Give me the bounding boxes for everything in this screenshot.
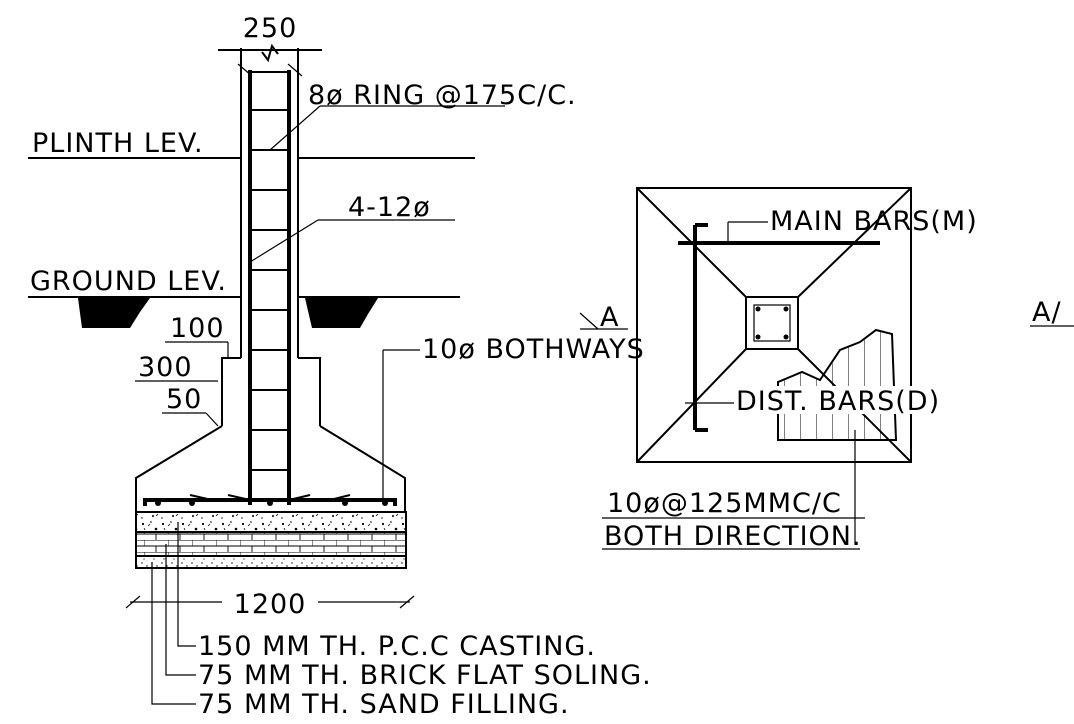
plinth-level-label: PLINTH LEV. [32,128,204,159]
plan-outer [636,187,912,463]
ring-label: 8ø RING @175C/C. [308,80,577,111]
ground-level-label: GROUND LEV. [30,266,227,297]
dist-bars-label: DIST. BARS(D) [736,386,940,417]
section-a-marker: A [600,302,619,333]
pedestal-right [298,357,321,426]
sand-label: 75 MM TH. SAND FILLING. [198,689,570,720]
section-a-right-label: A/ [1032,297,1062,328]
bar-dots [155,500,388,506]
plan-column-bars [755,306,789,340]
dim-100-label: 100 [170,313,225,344]
plan-column-inner [753,304,791,342]
earth-hatch-left [78,298,150,328]
dim-300-label: 300 [138,352,193,383]
brick-label: 75 MM TH. BRICK FLAT SOLING. [198,660,652,691]
spacing-label: 10ø@125MMC/C [607,488,842,519]
dim-50-label: 50 [166,384,202,415]
main-bars-label: MAIN BARS(M) [770,206,978,237]
footing-slope-left [135,425,223,512]
bothways-label: 10ø BOTHWAYS [422,334,645,365]
break-mark [261,43,279,63]
brick-layer [135,531,407,557]
dist-bars-cutout [777,328,898,441]
footing-width-label: 1200 [234,589,307,620]
footing-plan: MAIN BARS(M) DIST. BARS(D) A 10ø@125MMC/… [579,187,978,552]
footing-section: 250 8ø RING @175C/C. PLINTH LEV. [28,13,652,720]
sand-layer [135,555,407,569]
footing-slope-right [319,425,406,512]
bars-label: 4-12ø [348,192,431,223]
pcc-layer [135,511,407,533]
direction-label: BOTH DIRECTION. [604,521,862,552]
column-rings [250,71,289,471]
pcc-label: 150 MM TH. P.C.C CASTING. [198,631,596,662]
main-bar-symbol [678,223,880,432]
earth-hatch-right [305,298,378,328]
plan-column-outer [745,296,799,350]
pedestal-left [221,357,241,426]
column-width-label: 250 [243,13,298,44]
